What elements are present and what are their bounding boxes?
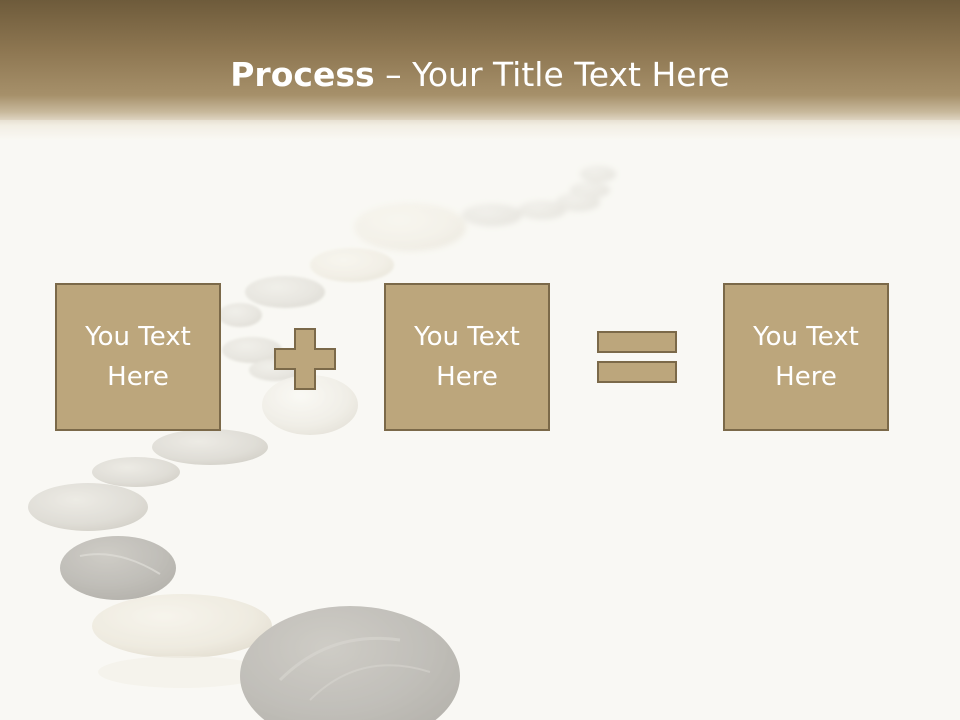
pebble bbox=[310, 248, 394, 282]
pebble bbox=[152, 429, 268, 465]
title-rest: – Your Title Text Here bbox=[374, 55, 730, 94]
pebble bbox=[580, 166, 616, 182]
pebble bbox=[240, 606, 460, 720]
pebble bbox=[354, 203, 466, 251]
pebble bbox=[92, 594, 272, 658]
pebble bbox=[245, 276, 325, 308]
text-box-label: You Text Here bbox=[753, 322, 859, 392]
text-box-1[interactable]: You Text Here bbox=[55, 283, 221, 431]
pebble bbox=[218, 303, 262, 327]
pebble bbox=[60, 536, 176, 600]
pebble bbox=[28, 483, 148, 531]
pebble bbox=[556, 193, 600, 211]
pebble bbox=[518, 201, 566, 219]
pebble bbox=[462, 204, 522, 226]
title-bold: Process bbox=[230, 55, 375, 94]
pebble bbox=[92, 457, 180, 487]
header-band bbox=[0, 0, 960, 140]
equals-icon bbox=[597, 331, 677, 383]
text-box-2[interactable]: You Text Here bbox=[384, 283, 550, 431]
text-box-3[interactable]: You Text Here bbox=[723, 283, 889, 431]
text-box-label: You Text Here bbox=[85, 322, 191, 392]
plus-icon bbox=[274, 328, 336, 390]
pebble bbox=[262, 375, 358, 435]
pebble bbox=[222, 337, 282, 363]
pebble-reflection bbox=[98, 656, 266, 688]
slide-title: Process – Your Title Text Here bbox=[0, 50, 960, 100]
text-box-label: You Text Here bbox=[414, 322, 520, 392]
